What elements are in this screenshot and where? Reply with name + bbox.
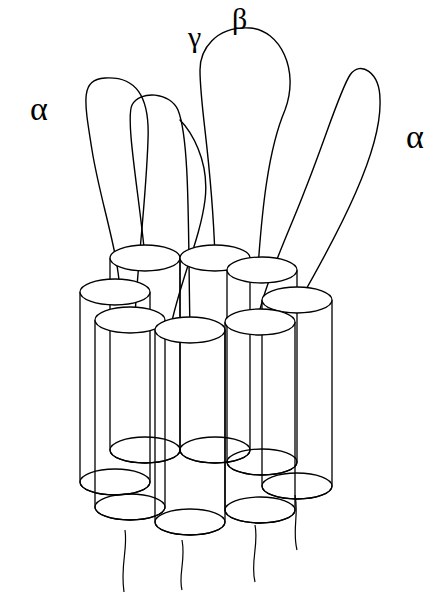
helix-cylinder — [110, 245, 180, 463]
helix-bottom — [155, 509, 225, 535]
helix-top — [80, 279, 150, 305]
helix-side — [225, 322, 295, 523]
helix-bottom — [80, 469, 150, 495]
helix-bottom — [225, 497, 295, 523]
loop — [170, 120, 206, 330]
helix-top — [262, 287, 332, 313]
tails — [123, 495, 297, 592]
helix-top — [227, 257, 297, 283]
subunit-label: α — [406, 120, 424, 154]
helix-bottom — [110, 437, 180, 463]
helix-top — [155, 317, 225, 343]
tail — [253, 525, 256, 582]
loop — [200, 28, 290, 268]
helix-cylinder — [225, 309, 295, 523]
helices — [80, 245, 332, 535]
helix-top — [110, 245, 180, 271]
tail — [123, 530, 126, 592]
helix-cylinder — [155, 317, 225, 535]
helix-bottom — [180, 437, 250, 463]
tail — [181, 540, 183, 590]
loop — [255, 68, 380, 330]
subunit-label: β — [232, 4, 247, 34]
subunit-label: γ — [188, 22, 201, 52]
helix-bottom — [262, 473, 332, 499]
helix-side — [180, 258, 250, 463]
helix-side — [155, 330, 225, 535]
helix-top — [225, 309, 295, 335]
subunit-label: α — [30, 92, 48, 126]
